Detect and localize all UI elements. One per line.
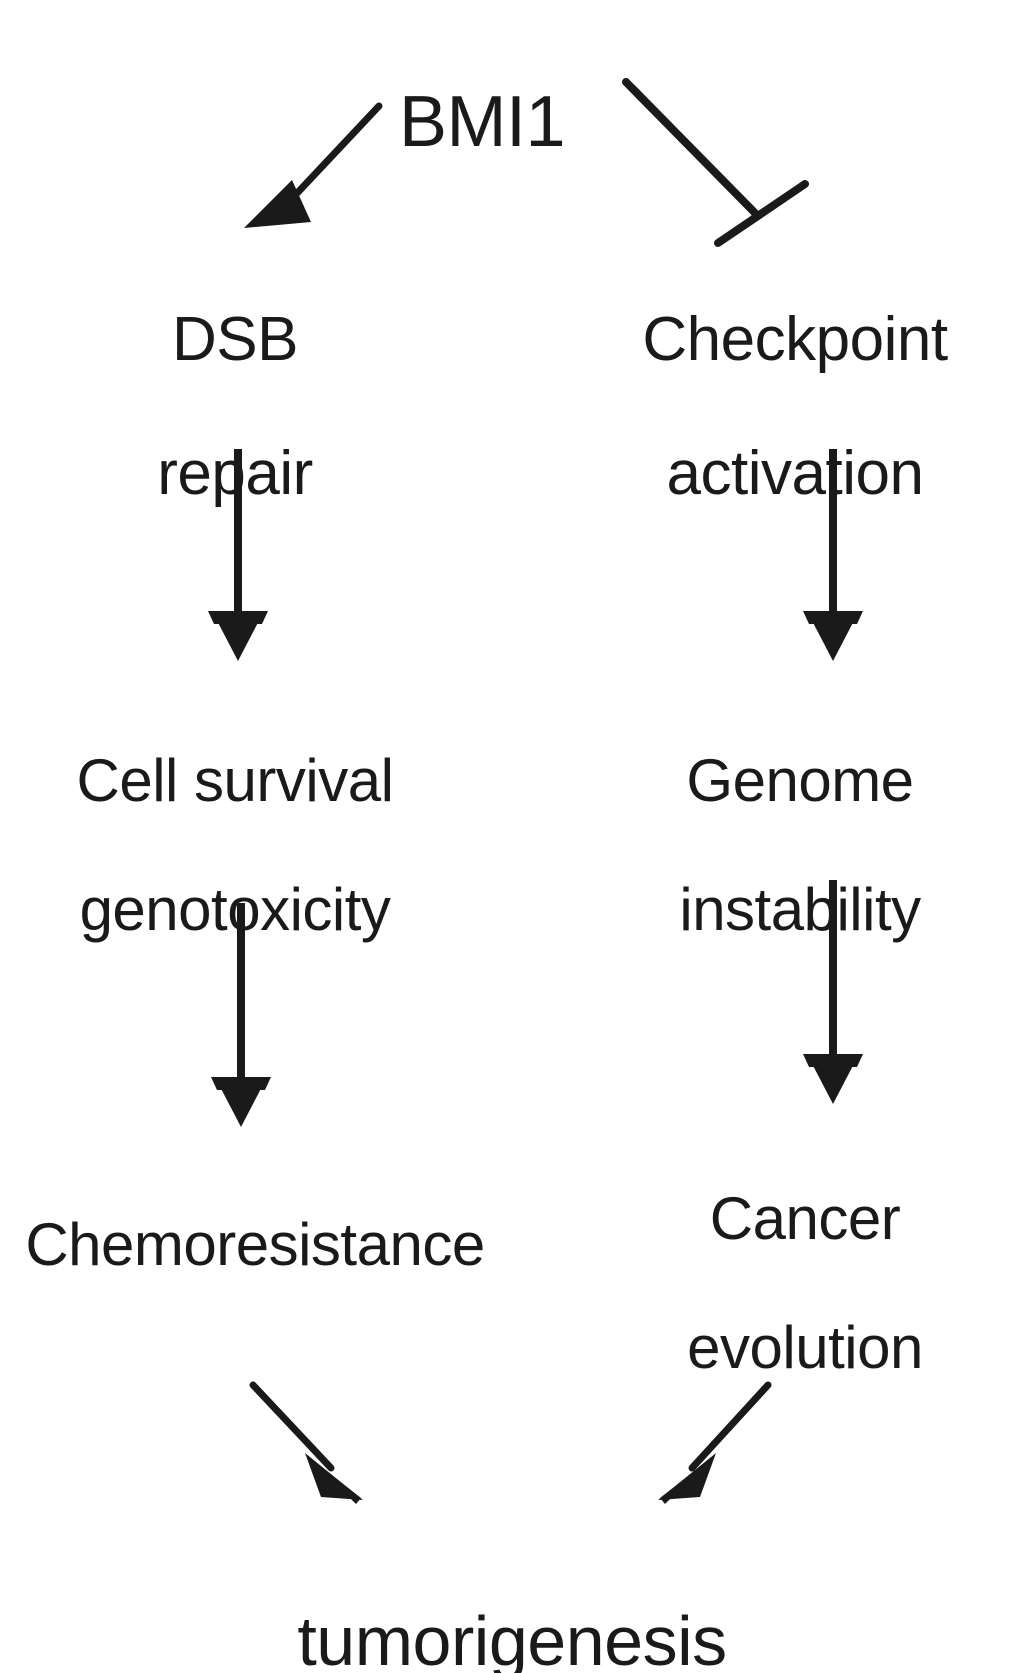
node-checkpoint-activation-line-2: activation	[666, 438, 924, 508]
node-cell-survival-line-2: genotoxicity	[79, 876, 391, 944]
node-cell-survival-line-1: Cell survival	[76, 746, 394, 814]
node-cancer-evolution: Cancer evolution	[610, 1122, 1000, 1446]
node-genome-instability-line-1: Genome	[686, 746, 914, 814]
node-dsb-repair: DSB repair	[35, 240, 435, 575]
node-checkpoint-activation: Checkpoint activation	[590, 240, 1000, 575]
node-genome-instability-line-2: instability	[679, 876, 921, 944]
node-checkpoint-activation-line-1: Checkpoint	[642, 304, 948, 374]
node-cancer-evolution-line-1: Cancer	[709, 1184, 901, 1252]
node-bmi1: BMI1	[262, 6, 702, 239]
node-cell-survival-genotoxicity: Cell survival genotoxicity	[20, 684, 450, 1008]
node-bmi1-line-1: BMI1	[398, 81, 566, 162]
node-dsb-repair-line-2: repair	[157, 438, 313, 508]
node-genome-instability: Genome instability	[600, 684, 1000, 1008]
node-tumorigenesis-line-1: tumorigenesis	[297, 1601, 727, 1673]
edge-chemoresistance-to-tumorigenesis	[249, 1381, 363, 1504]
node-cancer-evolution-line-2: evolution	[687, 1314, 923, 1382]
node-tumorigenesis: tumorigenesis	[212, 1528, 812, 1673]
node-chemoresistance-line-1: Chemoresistance	[25, 1210, 485, 1278]
node-chemoresistance: Chemoresistance	[5, 1148, 505, 1342]
node-dsb-repair-line-1: DSB	[172, 304, 298, 374]
